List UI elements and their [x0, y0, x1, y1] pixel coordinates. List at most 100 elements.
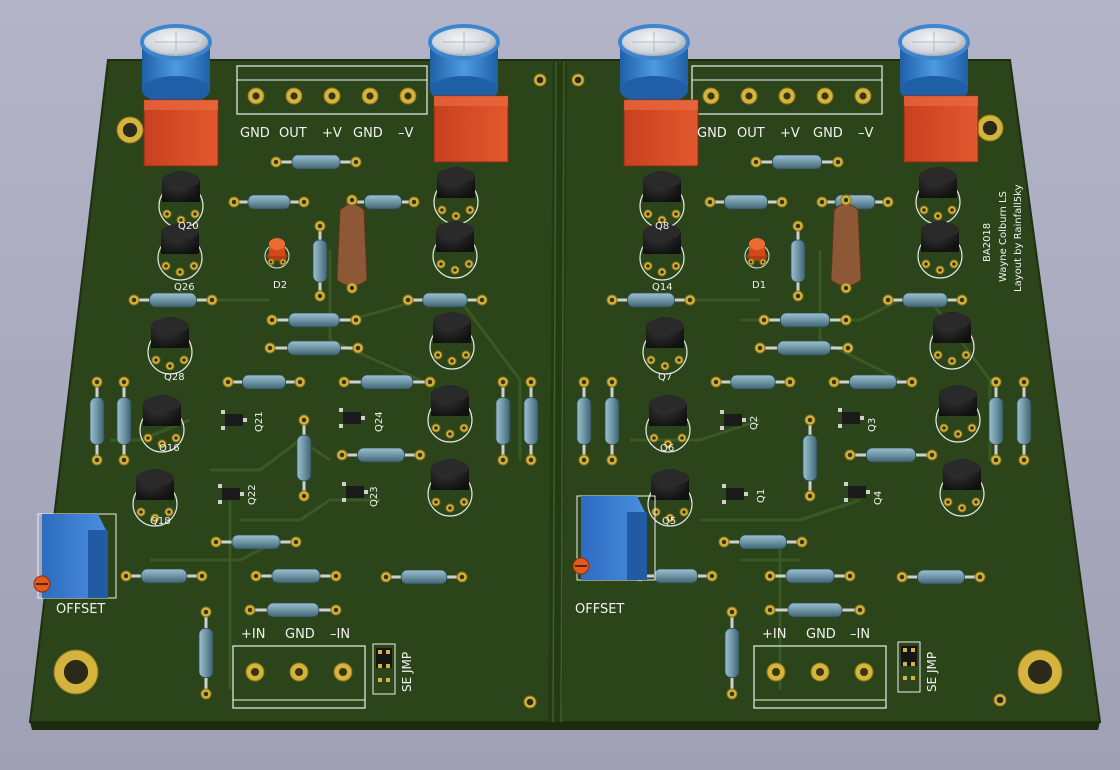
copper-pad: [128, 294, 140, 306]
copper-pad: [840, 282, 852, 294]
transistor: [639, 171, 685, 229]
mounting-hole: [571, 73, 585, 87]
copper-pad: [346, 194, 358, 206]
copper-pad: [660, 361, 670, 371]
resistor: [1016, 382, 1032, 460]
resistor: [612, 292, 690, 308]
smd-transistor: [218, 484, 244, 504]
copper-pad: [244, 604, 256, 616]
copper-pad: [921, 259, 931, 269]
copper-pad: [710, 376, 722, 388]
transistor: [935, 385, 981, 443]
copper-pad: [706, 570, 718, 582]
right-q-label-5: Q5: [662, 516, 677, 527]
copper-pad: [754, 342, 766, 354]
copper-pad: [657, 267, 667, 277]
transistor: [158, 171, 204, 229]
copper-pad: [228, 196, 240, 208]
film-capacitor: [433, 95, 509, 163]
copper-pad: [179, 355, 189, 365]
copper-pad: [750, 156, 762, 168]
credit-layout: Layout by Rainfall5ky: [1013, 184, 1024, 292]
copper-pad: [943, 497, 953, 507]
copper-pad: [497, 454, 509, 466]
left-bottom-label-3: –IN: [330, 627, 351, 642]
copper-pad: [971, 497, 981, 507]
resistor: [116, 382, 132, 460]
transistor: [157, 223, 203, 281]
resistor: [134, 292, 212, 308]
transistor: [432, 221, 478, 279]
electrolytic-capacitor: [618, 24, 690, 104]
copper-pad: [267, 258, 275, 266]
resistor: [640, 568, 712, 584]
copper-pad: [164, 507, 174, 517]
transistor: [929, 312, 975, 370]
copper-pad: [157, 439, 167, 449]
copper-pad: [290, 536, 302, 548]
copper-pad: [726, 688, 738, 700]
copper-pad: [465, 205, 475, 215]
resistor: [408, 292, 482, 308]
copper-pad: [200, 606, 212, 618]
copper-pad: [424, 376, 436, 388]
copper-pad: [651, 507, 661, 517]
copper-pad: [245, 662, 265, 682]
copper-pad: [456, 571, 468, 583]
copper-pad: [933, 350, 943, 360]
copper-pad: [459, 497, 469, 507]
copper-pad: [844, 449, 856, 461]
copper-pad: [437, 205, 447, 215]
resistor: [770, 602, 860, 618]
terminal-block: [691, 65, 883, 115]
mounting-hole: [116, 116, 144, 144]
left-bottom-label-1: +IN: [241, 627, 266, 642]
copper-pad: [161, 261, 171, 271]
transistor: [639, 223, 685, 281]
copper-pad: [222, 376, 234, 388]
terminal-block: [232, 645, 366, 709]
copper-pad: [671, 209, 681, 219]
resistor: [250, 602, 336, 618]
copper-pad: [840, 194, 852, 206]
copper-pad: [206, 294, 218, 306]
resistor: [312, 226, 328, 296]
copper-pad: [350, 314, 362, 326]
copper-pad: [333, 662, 353, 682]
copper-pad: [497, 376, 509, 388]
copper-pad: [939, 423, 949, 433]
copper-pad: [906, 376, 918, 388]
copper-pad: [414, 449, 426, 461]
copper-pad: [726, 606, 738, 618]
copper-pad: [816, 196, 828, 208]
film-capacitor: [143, 99, 219, 167]
right-q-label-9: Q4: [873, 490, 884, 505]
copper-pad: [118, 376, 130, 388]
resistor: [342, 447, 420, 463]
resistor: [216, 534, 296, 550]
left-top-label-1: GND: [240, 126, 270, 141]
right-top-label-5: –V: [858, 126, 874, 141]
copper-pad: [476, 294, 488, 306]
transistor: [917, 221, 963, 279]
resistor: [344, 374, 430, 390]
copper-pad: [408, 196, 420, 208]
left-top-label-2: OUT: [279, 126, 307, 141]
copper-pad: [1018, 376, 1030, 388]
copper-pad: [961, 350, 971, 360]
copper-pad: [919, 205, 929, 215]
copper-pad: [896, 571, 908, 583]
resistor: [716, 374, 790, 390]
copper-pad: [792, 290, 804, 302]
resistor: [576, 382, 592, 460]
copper-pad: [431, 423, 441, 433]
copper-pad: [451, 211, 461, 221]
resistor: [760, 340, 848, 356]
copper-pad: [189, 261, 199, 271]
copper-pad: [854, 604, 866, 616]
copper-pad: [957, 503, 967, 513]
resistor: [888, 292, 962, 308]
components: [33, 24, 1032, 709]
copper-pad: [190, 209, 200, 219]
copper-pad: [330, 604, 342, 616]
